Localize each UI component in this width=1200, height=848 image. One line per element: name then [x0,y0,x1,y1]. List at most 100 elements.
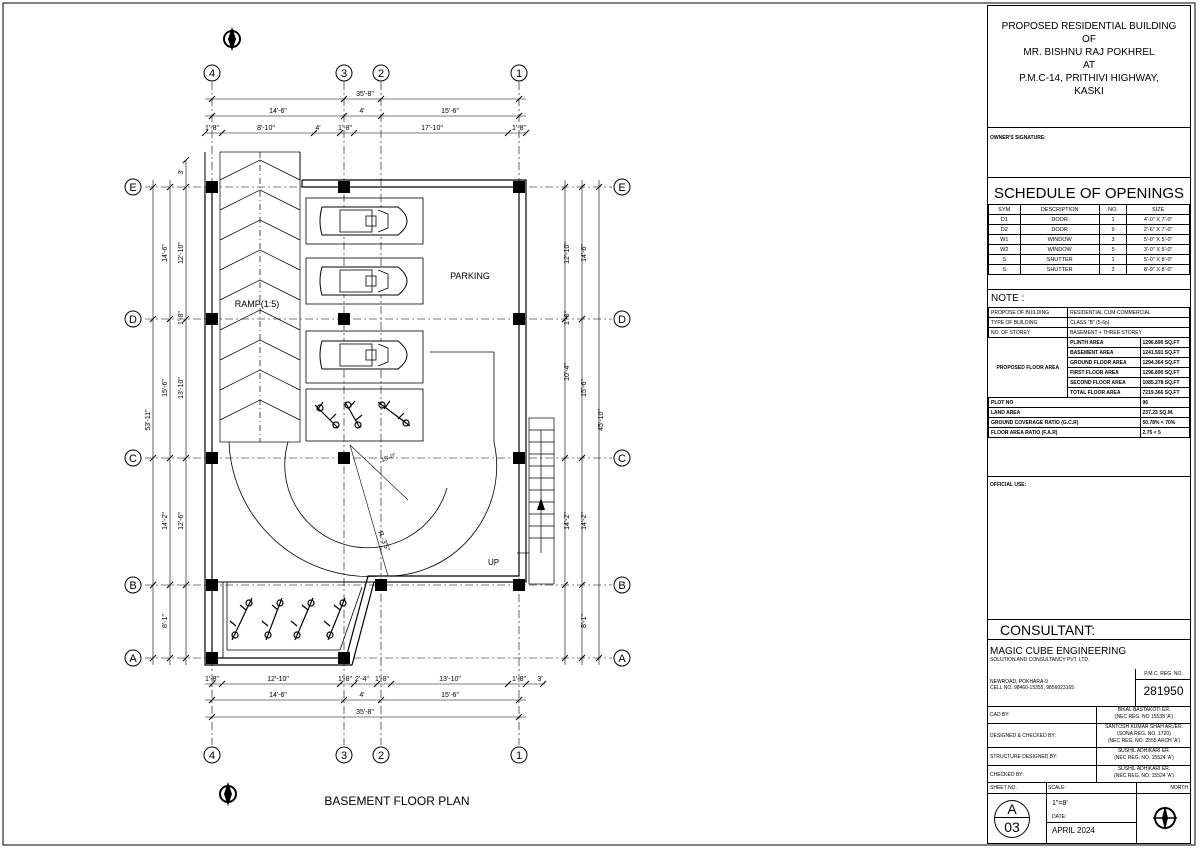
designed-by-name: SANTOSH KUMAR SHAH AR./ER. [1105,724,1183,730]
radius-label: R.-3'5" [376,530,391,553]
official-use-label: OFFICIAL USE: [990,482,1027,488]
dim-text: 8'-10" [257,125,275,132]
north-label: NORTH [1136,783,1190,794]
structure-by-value: SUSHIL ADHIKARI ER.(NEC REG. NO. 15524 '… [1096,748,1191,765]
turning-circles [228,351,498,577]
consultant-box: MAGIC CUBE ENGINEERING SOLUTION AND CONS… [988,640,1191,707]
ramp-label: RAMP(1:5) [235,299,280,309]
car-icons [319,206,408,370]
schedule-title: SCHEDULE OF OPENINGS [993,185,1185,202]
dimension-texts-vertical: 53'-11" 14'-6" 15'-6" 14'-2" 8'-1" 12'-1… [145,169,605,628]
columns [206,181,525,664]
motorbike-icon [229,597,253,641]
grid-row-label: D [129,314,137,326]
cell: D1 [988,214,1021,225]
motorbike-icon [261,597,284,641]
parking-label: PARKING [450,271,490,281]
owner-signature-label: OWNER'S SIGNATURE: [990,135,1046,141]
cell: 3'-0" X 5'-0" [1126,244,1190,255]
radius-label: 15'-0" [381,453,397,464]
stair-up-label: UP [488,558,499,567]
dim-text: 45'-10" [598,409,605,431]
grid-col-label: 1 [516,68,522,80]
grid-row-label: E [618,182,625,194]
designed-by-row: DESIGNED & CHECKED BY: SANTOSH KUMAR SHA… [988,724,1190,748]
north-arrow-top [223,27,241,51]
cell: BASEMENT AREA [1067,347,1141,358]
dim-text: 3' [537,676,542,683]
header-cell: SIZE [1126,204,1190,215]
car-icon [319,266,408,296]
dim-text: 1'-8" [205,676,219,683]
grid-row-label: A [129,653,137,665]
scale-value: 1"=8' [1052,800,1068,807]
dim-text: 1'-8" [375,676,389,683]
dim-text: 12'-6" [178,512,185,530]
official-use-box: OFFICIAL USE: [988,477,1190,620]
grid-col-label: 3 [341,68,347,80]
grid-row-label: A [618,653,626,665]
cell: D2 [988,224,1021,235]
cell: DOOR [1019,224,1100,235]
cell: 1 [1098,254,1128,265]
cell: 1 [1098,214,1128,225]
cell: 237.23 SQ.M. [1139,407,1191,418]
dim-text: 1'-8" [338,676,352,683]
dim-text: 1'-8" [205,125,219,132]
north-box: NORTH [1136,783,1190,843]
dim-text: 15'-6" [441,108,459,115]
dimension-ticks [149,95,603,721]
cell: W2 [988,244,1021,255]
project-line: PROPOSED RESIDENTIAL BUILDING [1001,21,1177,32]
dim-text: 8'-1" [162,614,169,628]
grid-bubble-labels: 4 3 2 1 4 3 2 1 E D C B A E D C B A [129,68,626,762]
cell: TYPE OF BUILDING [987,317,1069,328]
motorbike-icon [290,597,315,641]
motorbike-icon [377,400,411,427]
dimension-lines [152,98,600,718]
grid-bubbles [124,64,631,764]
cell: PROPOSE OF BUILDING [987,307,1069,318]
dim-text: 1'-8" [338,125,352,132]
sheet-letter: A [995,801,1029,818]
dim-text: 13'-10" [178,377,185,399]
project-line: KASKI [1074,86,1104,97]
cell: S [988,264,1021,275]
dim-text: 1'-8" [512,676,526,683]
cell: 8'-9" X 8'-0" [1126,264,1190,275]
cell: WINDOW [1019,234,1100,245]
cell: FIRST FLOOR AREA [1067,367,1141,378]
grid-col-label: 1 [516,750,522,762]
project-line: MR. BISHNU RAJ POKHREL [1023,47,1155,58]
cell: 50.78% < 70% [1139,417,1191,428]
dim-text: 1'-8" [512,125,526,132]
dim-text: 1'-8" [564,311,571,325]
dim-text: 12'-10" [178,242,185,264]
motorbike-icons [229,400,411,641]
grid-row-label: B [618,580,625,592]
checked-by-label: CHECKED BY: [990,772,1024,778]
dim-text: 4' [359,108,364,115]
cad-by-row: CAD BY: BIKAL BASTAKOTI ER.(NEC REG. NO … [988,707,1190,724]
cell: CLASS "B" (5-6p) [1067,317,1190,328]
grid-row-label: C [618,453,626,465]
dim-text: 1'-8" [178,311,185,325]
date-label: DATE: [1046,809,1136,823]
cell: 1241.591 SQ.FT [1139,347,1191,358]
staircase [517,417,555,585]
cell: 3 [1098,234,1128,245]
scale-label: SCALE: [1046,783,1136,794]
cell: RESIDENTIAL CUM COMMERCIAL [1067,307,1190,318]
cell: 1296.890 SQ.FT [1139,367,1191,378]
cell: 1085.278 SQ.FT [1139,377,1191,388]
designed-by-reg: (SONA REG. NO. 1720) [1117,731,1171,737]
dim-text: 15'-6" [162,379,169,397]
structure-by-row: STRUCTURE DESIGNED BY: SUSHIL ADHIKARI E… [988,748,1190,766]
